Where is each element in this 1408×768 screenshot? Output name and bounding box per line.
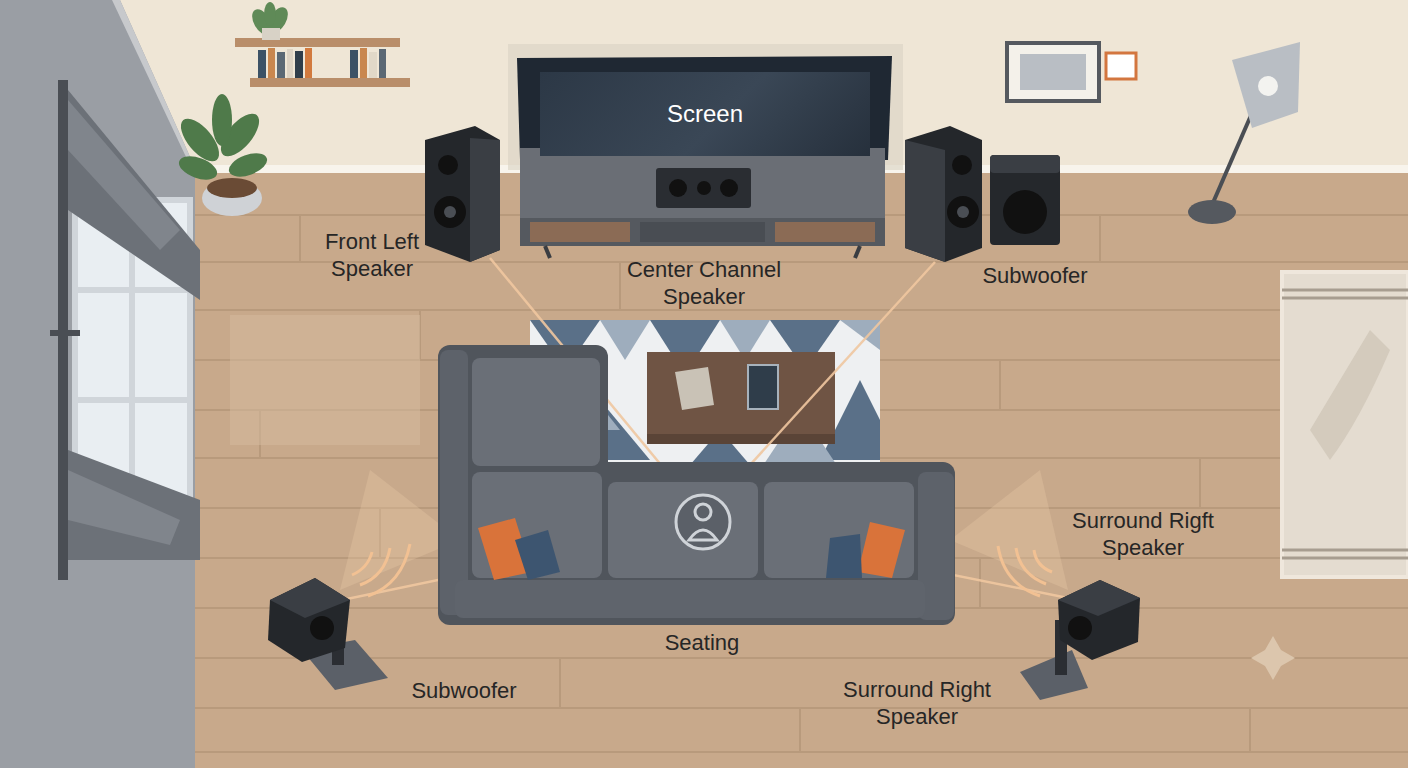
speaker-label: Subwoofer [384, 677, 544, 704]
screen-text: Screen [667, 100, 743, 128]
speaker-label: Surround Rigft Speaker [1068, 507, 1218, 561]
tv-screen: Screen [540, 72, 870, 156]
seating-label: Seating [632, 629, 772, 656]
speaker-label: Front Left Speaker [297, 228, 447, 282]
speaker-label: Subwoofer [955, 262, 1115, 289]
speaker-label: Center Channel Speaker [607, 256, 802, 310]
speaker-label: Surround Right Speaker [817, 676, 1017, 730]
